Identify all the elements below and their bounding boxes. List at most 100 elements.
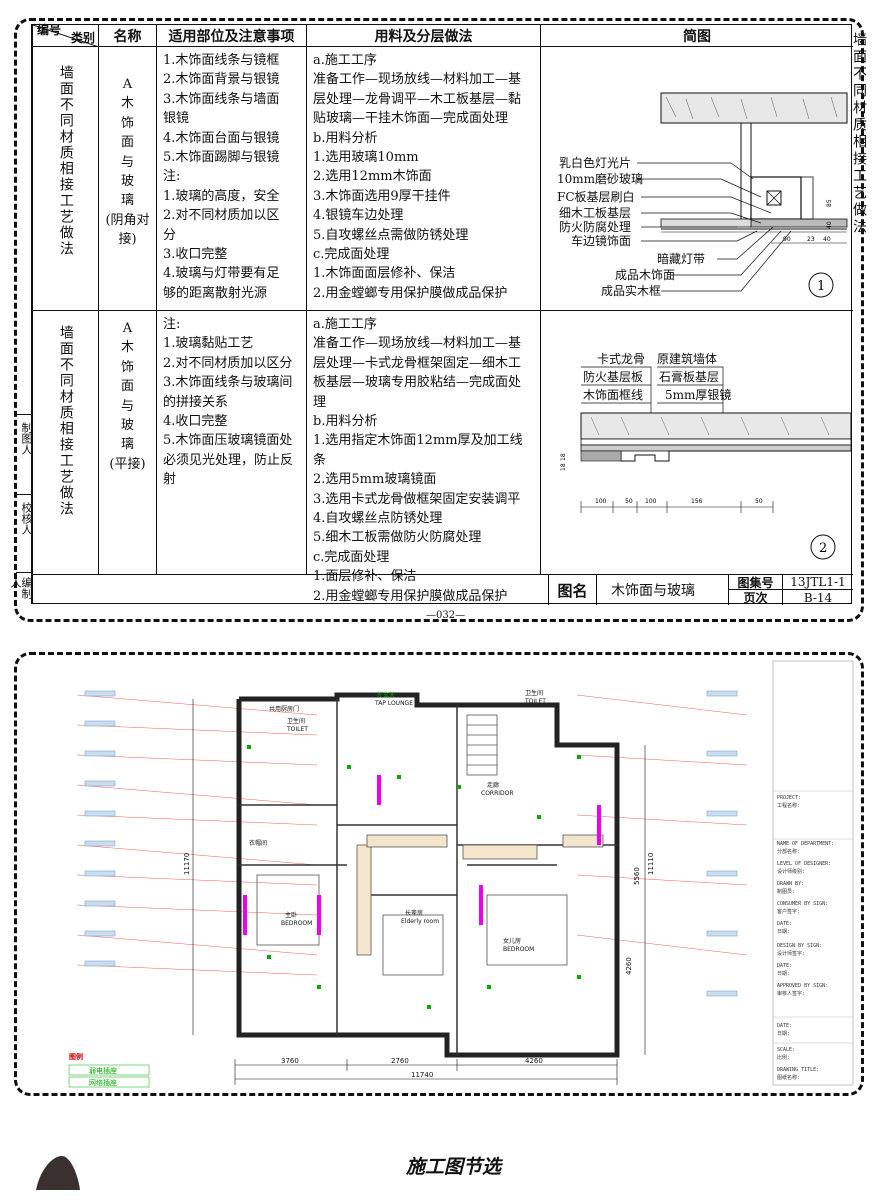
row2-scope: 注: 1.玻璃黏贴工艺 2.对不同材质加以区分 3.木饰面线条与玻璃间 的拼接关… (157, 311, 307, 575)
svg-text:车边镜饰面: 车边镜饰面 (571, 233, 631, 248)
svg-text:共用厨房门: 共用厨房门 (269, 705, 299, 713)
svg-text:NAME OF DEPARTMENT:: NAME OF DEPARTMENT: (777, 841, 834, 847)
detail-drawing-1: 90 23 40 85 40 乳白色灯光片 10mm磨砂玻璃 FC板基层刷白 (557, 92, 848, 298)
svg-text:SCALE:: SCALE: (777, 1047, 795, 1053)
row1-name: A 木 饰 面 与 玻 璃 (阴角对接) (99, 47, 157, 311)
row1-category: 墙面不同材质相接工艺做法 (33, 47, 99, 311)
svg-text:审核人签字:: 审核人签字: (777, 990, 805, 997)
svg-text:156: 156 (691, 498, 703, 505)
dim-right-1: 11110 (647, 853, 655, 875)
detail-drawing-2: 卡式龙骨 防火基层板 木饰面框线 原建筑墙体 石膏板基层 5mm厚银镜 (560, 351, 852, 560)
svg-text:DRAWN BY:: DRAWN BY: (777, 881, 804, 887)
svg-text:CONSUMER BY SIGN:: CONSUMER BY SIGN: (777, 901, 828, 907)
svg-text:设计师签字:: 设计师签字: (777, 950, 805, 957)
svg-text:工程名称:: 工程名称: (777, 802, 800, 809)
dim-bottom-1: 3760 (281, 1057, 299, 1065)
side-title: 墙面不同材质相接工艺做法 (851, 32, 867, 236)
row2-category: 墙面不同材质相接工艺做法 (33, 311, 99, 575)
svg-text:TOILET: TOILET (524, 698, 546, 705)
svg-text:100: 100 (595, 498, 607, 505)
svg-text:分部名称:: 分部名称: (777, 848, 800, 855)
header-method: 用料及分层做法 (307, 25, 541, 47)
footer-decoration-icon (36, 1156, 80, 1190)
atlas-no-value: 13JTL1-1 (783, 575, 853, 590)
svg-text:日期:: 日期: (777, 1031, 790, 1037)
row1-sketch: 90 23 40 85 40 乳白色灯光片 10mm磨砂玻璃 FC板基层刷白 (541, 47, 853, 311)
svg-text:石膏板基层: 石膏板基层 (659, 369, 719, 384)
svg-text:防火防腐处理: 防火防腐处理 (559, 219, 631, 234)
svg-text:FC板基层刷白: FC板基层刷白 (557, 189, 635, 204)
svg-text:DATE:: DATE: (777, 1023, 792, 1029)
dim-right-2: 5560 (633, 867, 641, 885)
svg-text:主卧: 主卧 (285, 911, 297, 919)
page-value: B-14 (803, 590, 833, 605)
svg-text:DESIGN BY SIGN:: DESIGN BY SIGN: (777, 943, 822, 949)
svg-text:85: 85 (826, 199, 833, 207)
svg-text:女儿房: 女儿房 (503, 937, 521, 945)
header-scope: 适用部位及注意事项 (157, 25, 307, 47)
svg-text:5mm厚银镜: 5mm厚银镜 (665, 387, 731, 402)
svg-text:成品实木框: 成品实木框 (601, 283, 661, 298)
svg-text:衣帽间: 衣帽间 (249, 839, 267, 847)
header-sketch: 简图 (541, 25, 853, 47)
svg-text:18: 18 (560, 453, 567, 461)
svg-text:TOILET: TOILET (286, 726, 308, 733)
compiler-label: 编制人 (9, 577, 33, 599)
svg-text:Elderly room: Elderly room (401, 918, 439, 925)
row1-scope: 1.木饰面线条与镜框 2.木饰面背景与银镜 3.木饰面线条与墙面 银镜 4.木饰… (157, 47, 307, 311)
svg-text:LEVEL OF DESIGNER:: LEVEL OF DESIGNER: (777, 861, 831, 867)
svg-text:BEDROOM: BEDROOM (281, 920, 312, 927)
svg-text:客户签字:: 客户签字: (777, 908, 800, 915)
svg-text:100: 100 (645, 498, 657, 505)
svg-text:日期:: 日期: (777, 929, 790, 935)
svg-text:卡式龙骨: 卡式龙骨 (597, 352, 645, 366)
title-block-blank (33, 575, 549, 605)
figure-name-label: 图名 (549, 575, 597, 605)
svg-text:乳白色灯光片: 乳白色灯光片 (559, 155, 631, 170)
atlas-no-label: 图集号 (729, 575, 783, 590)
page-label: 页次 (729, 590, 783, 605)
svg-text:10mm磨砂玻璃: 10mm磨砂玻璃 (557, 172, 643, 186)
dim-left: 11170 (183, 853, 191, 875)
floor-plan-drawing: 卫生间 TOILET 共用厨房门 外玄关 TAP LOUNGE 卫生间 TOIL… (68, 660, 854, 1088)
dim-right-3: 4260 (625, 957, 633, 975)
svg-text:40: 40 (823, 236, 831, 243)
construction-detail-table: 编号 类别 名称 适用部位及注意事项 用料及分层做法 简图 墙面不同材质相接工艺… (32, 23, 853, 605)
svg-text:卫生间: 卫生间 (287, 717, 305, 725)
dim-bottom-3: 4260 (525, 1057, 543, 1065)
svg-text:23: 23 (807, 236, 815, 243)
svg-text:设计师级别:: 设计师级别: (777, 868, 805, 875)
drafter-label: 制图人 (20, 422, 33, 455)
dim-bottom-2: 2760 (391, 1057, 409, 1065)
checker-label: 校核人 (20, 502, 33, 535)
svg-text:CORRIDOR: CORRIDOR (481, 790, 514, 797)
svg-text:90: 90 (783, 236, 791, 243)
svg-text:18: 18 (560, 463, 567, 471)
row2-method: a.施工工序 准备工作—现场放线—材料加工—基 层处理—卡式龙骨框架固定—细木工… (307, 311, 541, 604)
page-number: —032— (426, 610, 466, 621)
svg-text:暗藏灯带: 暗藏灯带 (657, 251, 705, 266)
legend-item-2: 网络插座 (89, 1078, 117, 1087)
svg-text:50: 50 (625, 498, 633, 505)
floor-plan-frame: 卫生间 TOILET 共用厨房门 外玄关 TAP LOUNGE 卫生间 TOIL… (14, 652, 864, 1096)
svg-text:卫生间: 卫生间 (525, 689, 543, 697)
svg-text:木饰面框线: 木饰面框线 (583, 388, 643, 402)
svg-text:原建筑墙体: 原建筑墙体 (657, 351, 717, 366)
header-name: 名称 (99, 25, 157, 47)
svg-text:DATE:: DATE: (777, 921, 792, 927)
sketch-number-2: 2 (819, 541, 827, 556)
svg-text:防火基层板: 防火基层板 (583, 369, 643, 384)
svg-text:制图员:: 制图员: (777, 888, 795, 895)
svg-text:50: 50 (755, 498, 763, 505)
svg-text:TAP LOUNGE: TAP LOUNGE (374, 700, 413, 707)
footer-title: 施工图节选 (406, 1156, 502, 1178)
figure-name-value: 木饰面与玻璃 (597, 575, 729, 605)
svg-text:走廊: 走廊 (487, 781, 499, 789)
sketch-number-1: 1 (817, 279, 825, 294)
svg-text:细木工板基层: 细木工板基层 (559, 206, 631, 220)
svg-text:DATE:: DATE: (777, 963, 792, 969)
svg-text:DRAWING TITLE:: DRAWING TITLE: (777, 1067, 819, 1073)
svg-text:PROJECT:: PROJECT: (777, 795, 801, 801)
svg-text:BEDROOM: BEDROOM (503, 946, 534, 953)
legend-item-1: 弱电插座 (89, 1066, 117, 1075)
